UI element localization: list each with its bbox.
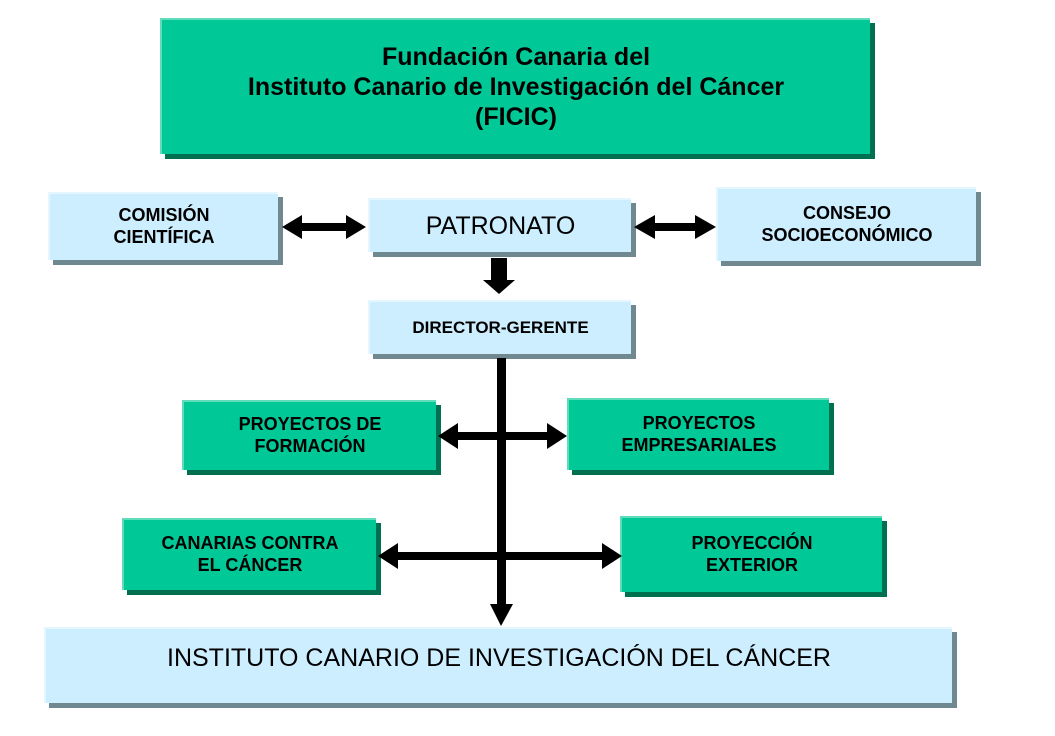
instituto-box: INSTITUTO CANARIO DE INVESTIGACIÓN DEL C… — [44, 627, 952, 703]
exterior-line-2: EXTERIOR — [705, 555, 798, 575]
arrow-patronato-consejo — [634, 215, 716, 239]
proyectos-empresariales-box: PROYECTOS EMPRESARIALES — [567, 398, 829, 470]
consejo-line-2: SOCIOECONÓMICO — [761, 225, 933, 245]
title-line-2: Instituto Canario de Investigación del C… — [247, 73, 785, 101]
arrow-formacion-empresariales — [438, 423, 567, 449]
instituto-label: INSTITUTO CANARIO DE INVESTIGACIÓN DEL C… — [167, 644, 831, 672]
title-line-1: Fundación Canaria del — [381, 43, 651, 71]
consejo-line-1: CONSEJO — [802, 203, 892, 224]
formacion-line-1: PROYECTOS DE — [238, 414, 382, 435]
comision-line-1: COMISIÓN — [118, 205, 210, 226]
ficic-title-box: Fundación Canaria del Instituto Canario … — [160, 18, 870, 154]
director-gerente-box: DIRECTOR-GERENTE — [368, 300, 631, 354]
canarias-line-2: EL CÁNCER — [197, 555, 303, 575]
empresariales-line-1: PROYECTOS — [642, 413, 756, 434]
title-line-3: (FICIC) — [475, 103, 557, 131]
director-label: DIRECTOR-GERENTE — [412, 317, 589, 337]
arrow-patronato-director — [483, 258, 515, 294]
formacion-line-2: FORMACIÓN — [254, 436, 366, 456]
patronato-box: PATRONATO — [368, 198, 631, 252]
arrow-director-instituto — [490, 358, 513, 626]
comision-cientifica-box: COMISIÓN CIENTÍFICA — [48, 192, 278, 260]
consejo-socioeconomico-box: CONSEJO SOCIOECONÓMICO — [716, 187, 976, 261]
arrow-canarias-exterior — [378, 543, 622, 569]
canarias-line-1: CANARIAS CONTRA — [161, 533, 339, 554]
canarias-contra-cancer-box: CANARIAS CONTRA EL CÁNCER — [122, 518, 376, 590]
arrow-comision-patronato — [282, 215, 366, 239]
exterior-line-1: PROYECCIÓN — [691, 533, 813, 554]
comision-line-2: CIENTÍFICA — [113, 227, 215, 247]
proyeccion-exterior-box: PROYECCIÓN EXTERIOR — [620, 516, 882, 592]
empresariales-line-2: EMPRESARIALES — [621, 435, 777, 455]
patronato-label: PATRONATO — [425, 212, 576, 240]
proyectos-formacion-box: PROYECTOS DE FORMACIÓN — [182, 400, 436, 470]
